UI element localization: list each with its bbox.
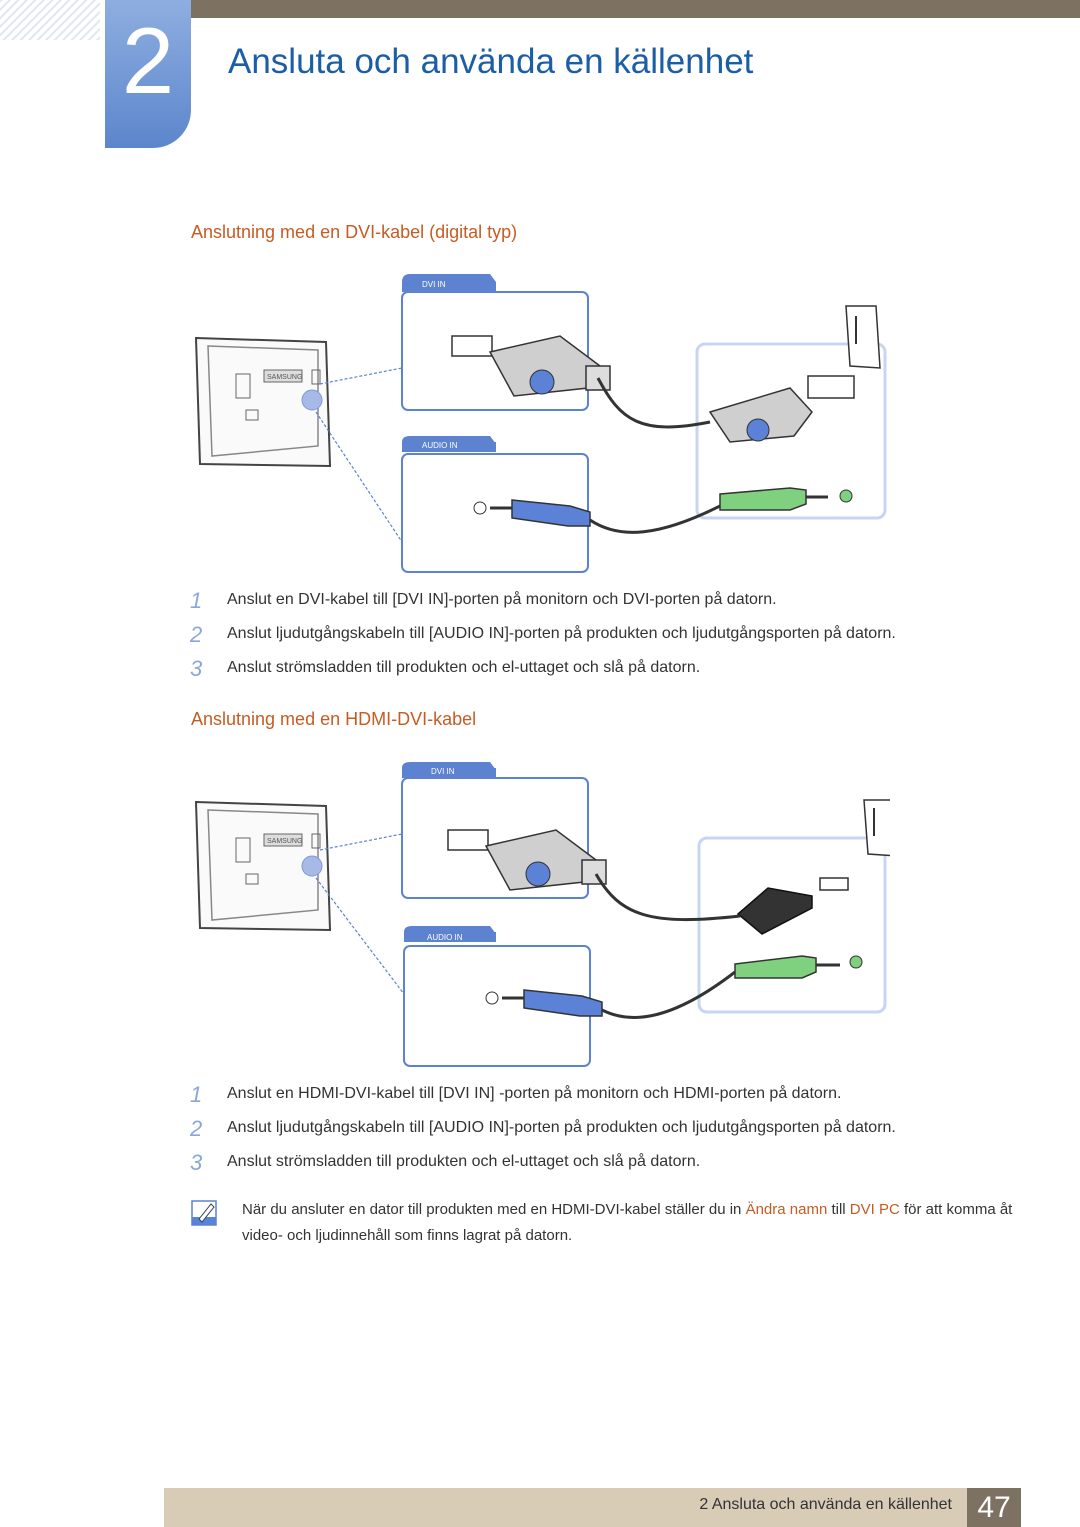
page-number: 47 — [967, 1488, 1021, 1527]
note-text: När du ansluter en dator till produkten … — [242, 1201, 1013, 1244]
footer-chapter-title: 2 Ansluta och använda en källenhet — [699, 1496, 952, 1513]
section-heading-dvi: Anslutning med en DVI-kabel (digital typ… — [191, 222, 518, 242]
svg-text:DVI IN: DVI IN — [422, 280, 446, 289]
note-icon — [191, 1200, 217, 1226]
dvi-in-panel: DVI IN — [401, 762, 607, 899]
step-number: 1 — [190, 588, 203, 613]
pc-side — [697, 799, 890, 1014]
step-text: Anslut en HDMI-DVI-kabel till [DVI IN] -… — [227, 1085, 842, 1102]
pc-side — [695, 305, 887, 520]
step-text: Anslut ljudutgångskabeln till [AUDIO IN]… — [227, 1119, 896, 1136]
hdmi-dvi-connection-diagram: SAMSUNG DVI IN AUDIO IN — [194, 762, 890, 1067]
chapter-title: Ansluta och använda en källenhet — [228, 42, 754, 81]
step-number: 2 — [190, 622, 203, 647]
chapter-tab — [105, 0, 191, 148]
monitor-back: SAMSUNG — [194, 336, 332, 468]
step-number: 2 — [190, 1116, 203, 1141]
svg-text:SAMSUNG: SAMSUNG — [267, 374, 302, 381]
setting-value: DVI PC — [849, 1201, 900, 1218]
step-text: Anslut strömsladden till produkten och e… — [227, 659, 701, 676]
chapter-number: 2 — [121, 8, 175, 113]
header-bar — [190, 0, 1080, 18]
step-number: 3 — [190, 656, 203, 681]
audio-in-panel: AUDIO IN — [401, 436, 591, 573]
svg-text:AUDIO IN: AUDIO IN — [427, 933, 463, 942]
svg-text:DVI IN: DVI IN — [431, 767, 455, 776]
step-text: Anslut en DVI-kabel till [DVI IN]-porten… — [227, 591, 777, 608]
step-number: 3 — [190, 1150, 203, 1175]
svg-text:AUDIO IN: AUDIO IN — [422, 441, 458, 450]
step-text: Anslut ljudutgångskabeln till [AUDIO IN]… — [227, 625, 896, 642]
dvi-connection-diagram: SAMSUNG DVI IN AUDIO IN — [194, 274, 887, 573]
step-number: 1 — [190, 1082, 203, 1107]
monitor-back: SAMSUNG — [194, 800, 332, 932]
dvi-in-panel: DVI IN — [401, 274, 611, 411]
section-heading-hdmi-dvi: Anslutning med en HDMI-DVI-kabel — [191, 709, 477, 729]
setting-name: Ändra namn — [745, 1201, 828, 1218]
step-text: Anslut strömsladden till produkten och e… — [227, 1153, 701, 1170]
audio-in-panel: AUDIO IN — [403, 926, 603, 1067]
header-stripes — [0, 0, 100, 40]
svg-text:SAMSUNG: SAMSUNG — [267, 838, 302, 845]
footer-bar — [164, 1488, 968, 1527]
